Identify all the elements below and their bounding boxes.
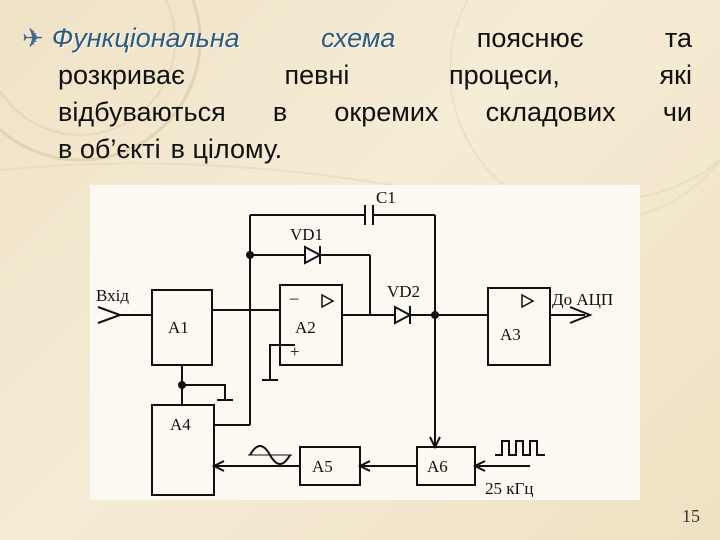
diode-vd2-label: VD2 xyxy=(387,282,420,301)
output-label: До АЦП xyxy=(552,290,613,309)
block-a3-label: A3 xyxy=(500,325,521,344)
word: окремих xyxy=(334,97,439,127)
diode-vd1-label: VD1 xyxy=(290,225,323,244)
description-paragraph: ✈Функціональна схема пояснює та розкрива… xyxy=(22,20,692,168)
airplane-bullet-icon: ✈ xyxy=(22,23,44,53)
block-a5-label: A5 xyxy=(312,457,333,476)
word: та xyxy=(664,23,692,53)
block-a4-label: A4 xyxy=(170,415,191,434)
paragraph-line-1: ✈Функціональна схема пояснює та xyxy=(22,20,692,57)
a2-plus-label: + xyxy=(290,342,300,361)
frequency-label: 25 кГц xyxy=(485,479,533,498)
capacitor-label: C1 xyxy=(376,188,396,207)
word: в цілому. xyxy=(170,134,283,164)
page-number: 15 xyxy=(682,506,700,526)
word: в об’єкті xyxy=(58,134,161,164)
paragraph-line-3: відбуваються в окремих складових чи xyxy=(22,94,692,131)
block-a2-label: A2 xyxy=(295,318,316,337)
word: розкриває xyxy=(58,60,185,90)
block-a1-label: A1 xyxy=(168,318,189,337)
paragraph-line-4: в об’єкті в цілому. xyxy=(22,131,692,168)
word: певні xyxy=(284,60,350,90)
word: в xyxy=(272,97,288,127)
input-label: Вхід xyxy=(96,286,129,305)
functional-diagram: Вхід До АЦП C1 VD1 VD2 A1 A2 A3 A4 A5 A6… xyxy=(90,185,640,500)
amp-a2-triangle-icon xyxy=(321,293,335,309)
word: які xyxy=(659,60,692,90)
paragraph-line-2: розкриває певні процеси, які xyxy=(22,57,692,94)
word: відбуваються xyxy=(58,97,226,127)
block-a6-label: A6 xyxy=(427,457,448,476)
word: процеси, xyxy=(449,60,560,90)
word: чи xyxy=(662,97,692,127)
block-a3 xyxy=(487,287,551,366)
word: пояснює xyxy=(476,23,584,53)
highlight-term-2: схема xyxy=(321,23,396,53)
highlight-term-1: Функціональна xyxy=(51,23,240,53)
block-a2 xyxy=(279,284,343,366)
amp-a3-triangle-icon xyxy=(521,293,535,309)
word: складових xyxy=(485,97,616,127)
a2-minus-label: – xyxy=(289,288,299,307)
